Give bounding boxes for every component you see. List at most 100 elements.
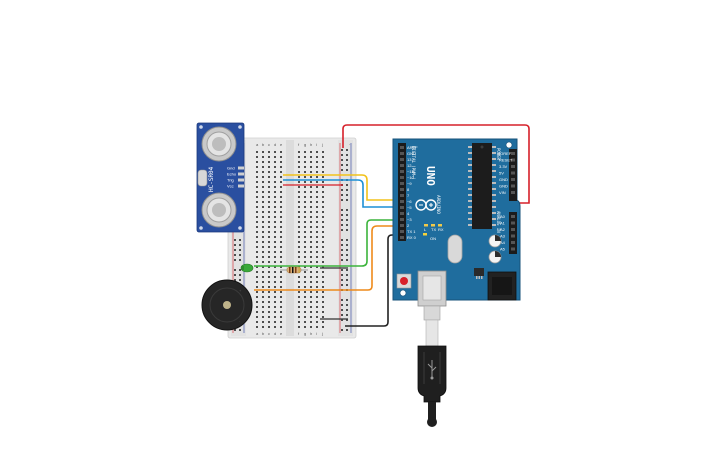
power-pin-label: IOREF [499, 151, 512, 156]
digital-pin-label: GND [407, 151, 416, 156]
analog-pin-label: A1 [500, 221, 506, 226]
atmega-chip [472, 143, 492, 229]
digital-pin-label: ~11 [407, 169, 414, 174]
power-pin-hole [511, 184, 515, 188]
on-label: ON [430, 236, 436, 241]
digital-pin-hole [400, 212, 404, 215]
digital-pin-label: 8 [407, 187, 410, 192]
reset-button[interactable] [396, 273, 412, 289]
sensor-pin-label: Gnd [227, 165, 235, 170]
wire-black-gnd[interactable] [345, 234, 400, 327]
mount-hole [399, 289, 407, 297]
column-letter: i [316, 331, 317, 336]
column-letter: c [268, 331, 270, 336]
column-letter: c [268, 142, 270, 147]
transducer-bottom [201, 192, 237, 228]
wire-red-5v[interactable] [342, 124, 530, 204]
status-led [424, 224, 428, 227]
power-pin-label: GND [499, 184, 508, 189]
power-pin-hole [511, 158, 515, 162]
led-green[interactable] [240, 263, 254, 273]
column-letter: i [316, 142, 317, 147]
column-letter: f [298, 331, 300, 336]
digital-pin-hole [400, 182, 404, 185]
sensor-pin-label: Vcc [227, 183, 234, 188]
buzzer-plus-label: + [239, 288, 242, 293]
sensor-pin [238, 172, 244, 176]
column-letter: f [298, 142, 300, 147]
column-letter: a [256, 331, 259, 336]
power-pin-hole [511, 191, 515, 194]
column-letter: e [280, 142, 283, 147]
power-pin-hole [511, 171, 515, 175]
wire-orange[interactable] [254, 225, 400, 291]
power-pin-label: VIN [499, 190, 506, 195]
column-letter: e [280, 331, 283, 336]
transducer-top [201, 126, 237, 162]
column-letter: g [304, 142, 306, 147]
power-pin-hole [511, 178, 515, 181]
column-letter: g [304, 331, 306, 336]
column-letter: b [262, 331, 265, 336]
digital-pin-label: 4 [407, 211, 410, 216]
sensor-pin-label: Trig [227, 177, 234, 182]
digital-pin-label: 2 [407, 223, 410, 228]
piezo-buzzer[interactable]: + - [201, 279, 253, 331]
resistor[interactable] [280, 266, 308, 274]
dc-power-jack[interactable] [487, 271, 517, 301]
capacitors [488, 234, 502, 264]
usb-port[interactable] [417, 270, 447, 307]
column-letter: d [274, 142, 276, 147]
rail-minus-label: - [349, 141, 351, 146]
status-led [438, 224, 442, 227]
analog-pin-hole [511, 215, 515, 218]
wire-yellow[interactable] [283, 174, 400, 201]
column-letter: a [256, 142, 259, 147]
power-pin-hole [511, 152, 515, 155]
analog-label: ANALOG IN [496, 211, 501, 233]
status-led-label: L [424, 227, 427, 232]
power-pin-label: RESET [499, 158, 513, 163]
column-letter: d [274, 331, 276, 336]
usb-cable[interactable] [417, 305, 447, 427]
digital-pin-hole [400, 200, 404, 203]
digital-pin-label: ~10 [407, 175, 415, 180]
sensor-pin [238, 184, 244, 188]
wire-green[interactable] [254, 219, 400, 267]
digital-pin-label: ~6 [407, 199, 412, 204]
regulator [474, 268, 484, 276]
digital-pin-hole [400, 206, 404, 209]
arduino-logo [415, 199, 437, 211]
digital-pin-label: 13 [407, 157, 412, 162]
power-pin-label: 3.3V [499, 164, 508, 169]
analog-header [509, 212, 517, 254]
digital-pin-hole [400, 152, 404, 155]
digital-pin-hole [400, 236, 404, 239]
digital-label: DIGITAL (PWM~) [411, 146, 416, 180]
power-label: POWER [496, 148, 501, 161]
digital-pin-hole [400, 170, 404, 173]
column-letter: j [321, 142, 323, 147]
digital-pin-label: ~5 [407, 205, 412, 210]
status-led-label: TX [431, 227, 436, 232]
analog-pin-label: A0 [500, 214, 506, 219]
digital-pin-hole [400, 146, 404, 149]
wire-blue[interactable] [283, 179, 400, 208]
digital-pin-label: 12 [407, 163, 412, 168]
digital-pin-hole [400, 188, 404, 191]
digital-pin-label: TX 1 [407, 229, 416, 234]
sensor-pin [238, 178, 244, 182]
digital-pin-label: 7 [407, 193, 410, 198]
digital-pin-label: AREF [407, 145, 418, 150]
wires[interactable] [254, 124, 530, 327]
analog-pin-hole [511, 228, 515, 231]
sensor-pin-label: Echo [227, 171, 237, 176]
buzzer-minus-label: - [239, 318, 241, 323]
